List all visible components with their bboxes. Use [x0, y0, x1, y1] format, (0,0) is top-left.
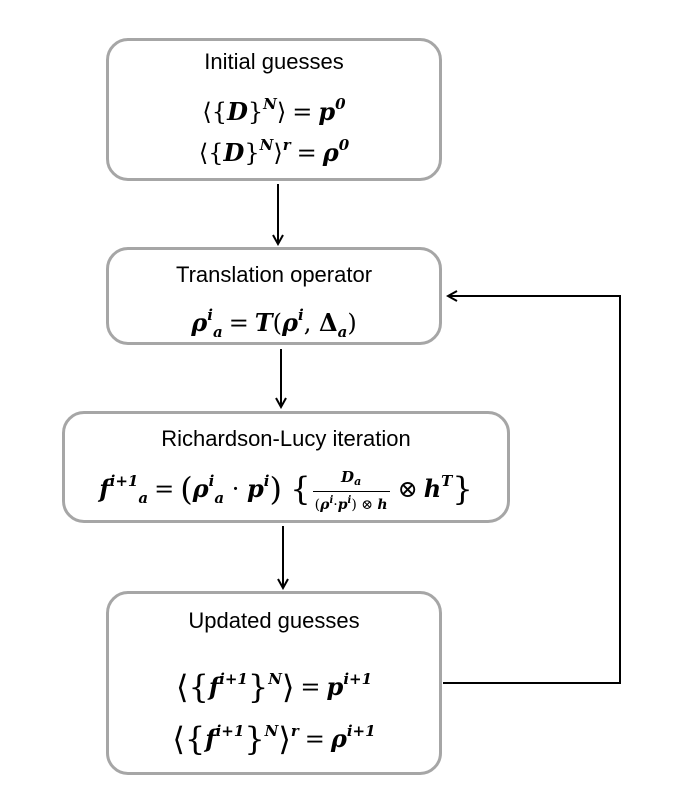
- initial-guesses-equation-2: ⟨{D}N⟩r=ρ0: [198, 136, 350, 167]
- updated-guesses-equation-1: ⟨{fi+1}N⟩=pi+1: [175, 668, 373, 706]
- translation-operator-title: Translation operator: [175, 262, 373, 287]
- updated-guesses-title: Updated guesses: [188, 608, 360, 633]
- translation-operator-box: Translation operator ρia=T(ρi, Δa): [106, 247, 442, 345]
- richardson-lucy-equation: fi+1a=(ρia · pi) {Da(ρi·pi) ⊗ h⊗hT}: [99, 467, 473, 513]
- updated-guesses-equation-2: ⟨{fi+1}N⟩r=ρi+1: [172, 720, 376, 758]
- initial-guesses-box: Initial guesses ⟨{D}N⟩=p0 ⟨{D}N⟩r=ρ0: [106, 38, 442, 181]
- initial-guesses-equation-1: ⟨{D}N⟩=p0: [202, 95, 346, 126]
- updated-guesses-box: Updated guesses ⟨{fi+1}N⟩=pi+1 ⟨{fi+1}N⟩…: [106, 591, 442, 775]
- translation-operator-equation: ρia=T(ρi, Δa): [191, 306, 357, 341]
- initial-guesses-title: Initial guesses: [204, 49, 344, 74]
- richardson-lucy-fraction: Da(ρi·pi) ⊗ h: [312, 467, 390, 513]
- richardson-lucy-title: Richardson-Lucy iteration: [161, 426, 411, 451]
- richardson-lucy-box: Richardson-Lucy iteration fi+1a=(ρia · p…: [62, 411, 510, 523]
- arrow-feedback-loop: [443, 296, 621, 684]
